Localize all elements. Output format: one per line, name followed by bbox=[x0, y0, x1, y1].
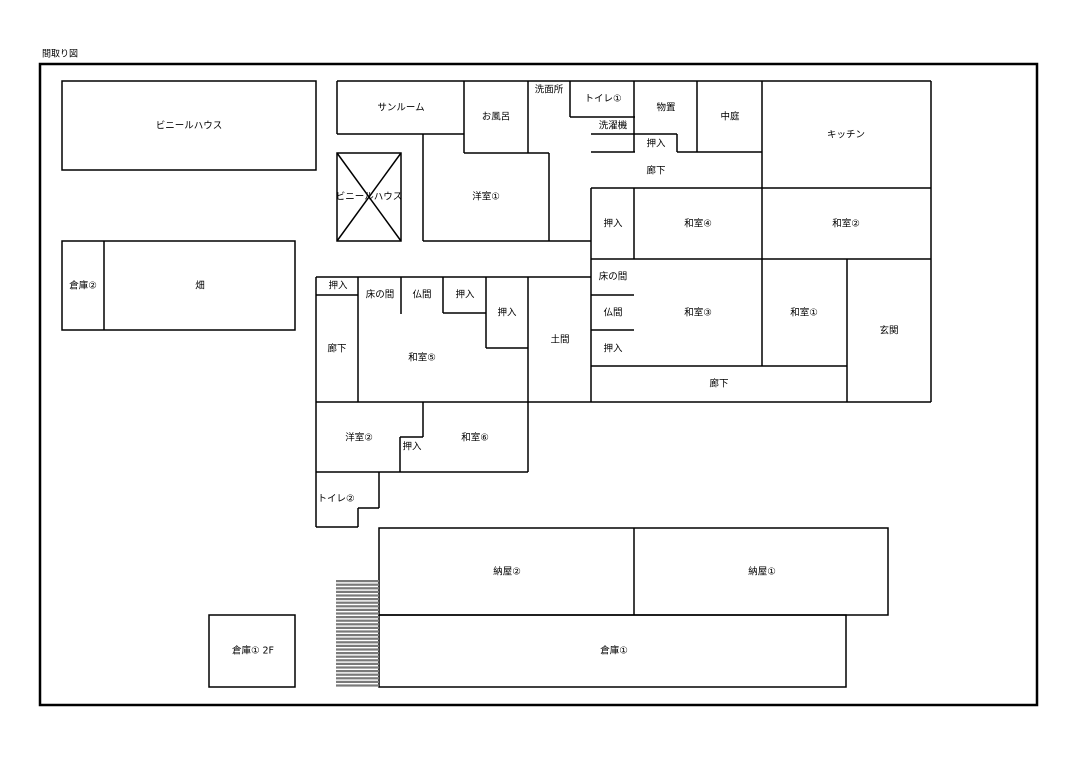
stair-tread bbox=[336, 598, 379, 601]
room-label: 畑 bbox=[195, 280, 205, 292]
room-labels: ビニールハウス ビニールハウス 倉庫② 畑 サンルーム お風呂 洗面所 トイレ①… bbox=[69, 84, 898, 657]
room-label: 洋室① bbox=[472, 191, 500, 203]
stair-tread bbox=[336, 673, 379, 676]
room-label: 納屋② bbox=[493, 566, 521, 578]
room-label: 押入 bbox=[328, 280, 348, 292]
room-label: 洋室② bbox=[345, 432, 373, 444]
room-label: 和室② bbox=[832, 218, 860, 230]
stair-tread bbox=[336, 630, 379, 633]
room-label: 仏間 bbox=[412, 290, 431, 301]
room-label: 物置 bbox=[656, 102, 675, 114]
stair-tread bbox=[336, 619, 379, 622]
stair-tread bbox=[336, 652, 379, 655]
stair-tread bbox=[336, 648, 379, 651]
stair-tread bbox=[336, 680, 379, 683]
stair-tread bbox=[336, 670, 379, 673]
stair-tread bbox=[336, 626, 379, 629]
room-label: 土間 bbox=[550, 334, 569, 346]
walls bbox=[61, 80, 932, 688]
room-label: 廊下 bbox=[327, 343, 346, 355]
stair-tread bbox=[336, 677, 379, 680]
room-label: 押入 bbox=[603, 218, 623, 230]
stair-tread bbox=[336, 623, 379, 626]
room-label: サンルーム bbox=[377, 103, 424, 114]
room-label: 洗濯機 bbox=[599, 120, 628, 132]
stair-tread bbox=[336, 590, 379, 593]
stair-tread bbox=[336, 655, 379, 658]
room-label: 床の間 bbox=[599, 271, 628, 283]
stair-tread bbox=[336, 608, 379, 611]
room-label: 和室① bbox=[790, 307, 818, 319]
stair-tread bbox=[336, 583, 379, 586]
room-label: ビニールハウス bbox=[336, 192, 403, 203]
stair-tread bbox=[336, 644, 379, 647]
room-label: トイレ① bbox=[584, 94, 621, 105]
room-label: 納屋① bbox=[748, 566, 776, 578]
room-label: 和室⑥ bbox=[461, 432, 489, 444]
room-label: 和室③ bbox=[684, 307, 712, 319]
plan-title: 間取り図 bbox=[42, 49, 78, 60]
stair-tread bbox=[336, 684, 379, 687]
stair-tread bbox=[336, 594, 379, 597]
room-label: 玄関 bbox=[879, 325, 898, 337]
room-label: 倉庫① 2F bbox=[232, 645, 274, 657]
stair-tread bbox=[336, 662, 379, 665]
room-label: 廊下 bbox=[646, 165, 665, 177]
stair-tread bbox=[336, 616, 379, 619]
room-label: 押入 bbox=[497, 307, 517, 319]
stair-tread bbox=[336, 580, 379, 583]
stair-tread bbox=[336, 601, 379, 604]
room-label: 和室⑤ bbox=[408, 352, 436, 364]
room-label: 中庭 bbox=[720, 111, 740, 123]
room-label: キッチン bbox=[827, 130, 865, 141]
room-label: 床の間 bbox=[366, 289, 395, 301]
room-label: 倉庫① bbox=[600, 645, 628, 657]
room-label: 押入 bbox=[603, 343, 623, 355]
staircase bbox=[336, 580, 379, 687]
stair-tread bbox=[336, 666, 379, 669]
room-label: 廊下 bbox=[709, 378, 728, 390]
stair-tread bbox=[336, 659, 379, 662]
room-label: 押入 bbox=[402, 441, 422, 453]
room-label: トイレ② bbox=[317, 494, 354, 505]
room-label: お風呂 bbox=[482, 112, 511, 123]
room-label: 仏間 bbox=[603, 308, 622, 319]
room-label: 倉庫② bbox=[69, 280, 97, 292]
stair-tread bbox=[336, 634, 379, 637]
room-label: ビニールハウス bbox=[156, 121, 223, 132]
room-label: 洗面所 bbox=[535, 84, 564, 96]
stair-tread bbox=[336, 605, 379, 608]
room-label: 押入 bbox=[455, 289, 475, 301]
room-label: 押入 bbox=[646, 138, 666, 150]
stair-tread bbox=[336, 612, 379, 615]
stair-tread bbox=[336, 587, 379, 590]
plan-frame bbox=[38, 62, 1039, 707]
stair-tread bbox=[336, 641, 379, 644]
room-label: 和室④ bbox=[684, 218, 712, 230]
stair-tread bbox=[336, 637, 379, 640]
